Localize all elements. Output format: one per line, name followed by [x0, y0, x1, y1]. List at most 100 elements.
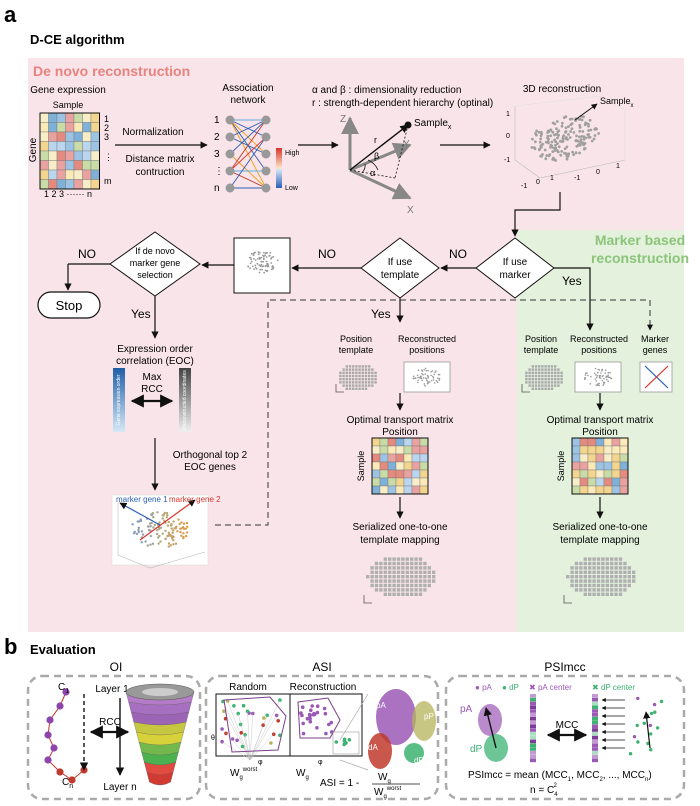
heatmap-cell: [579, 485, 589, 495]
recon-point: [553, 149, 557, 152]
marker-point: [182, 535, 185, 539]
grid-spot: [538, 374, 541, 378]
recon-point: [577, 139, 580, 143]
recon-point: [545, 154, 549, 157]
recon-point: [569, 123, 573, 127]
gene-label: Gene: [28, 137, 39, 162]
random-point: [220, 727, 224, 731]
tiny-point: [595, 380, 597, 382]
heatmap-cell: [48, 160, 58, 171]
grid-spot: [414, 557, 418, 561]
recon-point: [551, 130, 555, 134]
recon-point: [554, 133, 558, 136]
tiny-point: [596, 375, 599, 377]
reconstructed-coordinates-bar: [179, 368, 191, 432]
grid-spot: [531, 384, 534, 387]
psi-bar-left: [530, 705, 536, 709]
c1-label: C1: [58, 682, 69, 695]
marker-point: [152, 526, 155, 529]
random-ray: [244, 734, 251, 761]
grid-spot: [525, 374, 528, 378]
grid-spot: [410, 561, 414, 566]
marker-point: [175, 525, 178, 528]
row-label: 3: [104, 132, 109, 142]
tiny-point: [605, 369, 607, 371]
heatmap-cell: [82, 141, 92, 152]
recon-point: [556, 136, 559, 140]
marker-position-template-label: Position: [525, 334, 557, 344]
grid-spot: [547, 378, 550, 381]
stop-label: Stop: [56, 298, 83, 313]
recon-point: [593, 134, 597, 137]
psi-point: [642, 721, 646, 725]
grid-spot: [355, 368, 358, 371]
thumb-point: [250, 258, 253, 261]
grid-spot: [370, 570, 374, 574]
chain-node: [44, 756, 52, 764]
grid-spot: [588, 566, 592, 570]
theta-label: θ: [211, 735, 215, 742]
sample-x-label: Samplex: [414, 118, 452, 131]
psi-bar-left: [530, 751, 536, 755]
recon-point: [547, 141, 550, 145]
recon-point: [551, 158, 555, 161]
recon-point: [540, 132, 543, 136]
heatmap-cell: [619, 437, 629, 447]
tick: -1: [521, 183, 527, 190]
grid-spot: [541, 368, 544, 371]
recon-point: [543, 148, 547, 152]
grid-spot: [596, 575, 601, 579]
marker-point: [133, 530, 136, 534]
marker-reconstructed-positions-thumbnail: [574, 361, 622, 393]
psi-bar-left: [530, 743, 536, 747]
grid-spot: [528, 371, 531, 374]
psi-point: [632, 735, 637, 739]
grid-spot: [588, 575, 592, 579]
marker-point: [169, 544, 172, 547]
grid-spot: [588, 588, 592, 592]
heatmap-cell: [571, 437, 581, 447]
chain-node: [62, 688, 70, 696]
grid-spot: [358, 371, 361, 374]
grid-spot: [560, 381, 563, 384]
marker-point: [151, 512, 154, 515]
thumb-point: [259, 268, 262, 271]
grid-spot: [554, 365, 557, 368]
grid-spot: [592, 570, 596, 574]
oi-rcc-label: RCC: [99, 717, 121, 728]
heatmap-cell: [571, 485, 581, 495]
heatmap-cell: [411, 437, 421, 447]
heatmap-cell: [571, 477, 581, 487]
heatmap-cell: [90, 141, 100, 152]
grid-spot: [414, 570, 418, 574]
grid-spot: [614, 592, 618, 596]
grid-spot: [418, 557, 423, 561]
heatmap-cell: [603, 461, 613, 471]
gene-expression-order-bar: [113, 368, 125, 432]
grid-spot: [423, 583, 427, 588]
stop-box: [37, 291, 101, 319]
network-node: [225, 132, 235, 142]
psimcc-bars: [530, 694, 598, 763]
psi-bar-right: [592, 694, 598, 698]
recon-point: [551, 150, 555, 154]
grid-spot: [579, 583, 583, 588]
thumb-point: [265, 260, 268, 263]
grid-spot: [405, 579, 409, 583]
tiny-point: [432, 379, 435, 381]
tiny-point: [420, 375, 422, 378]
grid-spot: [418, 566, 423, 570]
heatmap-cell: [90, 131, 100, 142]
grid-spot: [396, 570, 401, 574]
psi-point: [628, 752, 633, 756]
thumb-point: [256, 262, 259, 265]
tiny-point: [427, 369, 429, 372]
grid-spot: [364, 371, 368, 374]
psi-bar-right: [592, 728, 598, 732]
tiny-point: [427, 382, 430, 384]
grid-spot: [547, 365, 550, 368]
grid-spot: [348, 374, 352, 378]
dp-ellipse: [404, 743, 424, 763]
random-label: Random: [229, 682, 267, 693]
psi-axis: [643, 711, 651, 749]
